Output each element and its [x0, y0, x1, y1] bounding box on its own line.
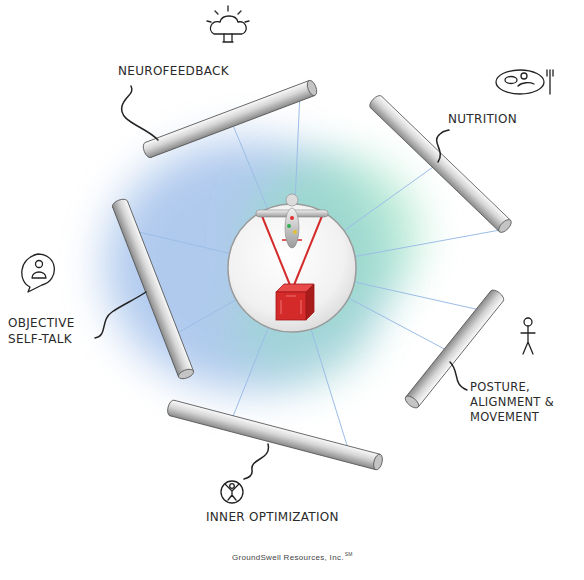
cylinder-outline — [113, 201, 194, 377]
leaders — [95, 86, 467, 479]
figure-body — [285, 208, 299, 248]
cylinder-cap — [403, 394, 420, 410]
leader-line — [95, 292, 146, 338]
cylinder-cap — [305, 79, 318, 97]
cylinder — [166, 399, 384, 471]
brain-stem — [223, 34, 233, 42]
rays — [130, 92, 500, 455]
speech-bubble — [22, 254, 55, 292]
brain-rays — [207, 6, 249, 22]
ring — [221, 481, 243, 503]
leader-line — [450, 362, 467, 390]
food — [505, 77, 517, 84]
person — [225, 484, 239, 500]
food — [518, 83, 534, 86]
cube-detail — [281, 296, 301, 314]
food — [521, 73, 527, 79]
center-circle — [228, 204, 356, 332]
person-circle-icon — [221, 481, 243, 503]
cube-front — [276, 292, 306, 320]
cylinder-outline — [170, 400, 380, 469]
speech-icon — [22, 254, 55, 292]
cylinder-cap — [497, 217, 514, 234]
cylinder-body — [170, 400, 380, 469]
pillar-label: OBJECTIVE SELF-TALK — [8, 316, 92, 347]
cylinder — [111, 197, 195, 380]
tubes — [111, 79, 513, 471]
chakra-dot — [293, 230, 297, 234]
leader-line — [244, 444, 268, 479]
chakra-dot — [290, 216, 294, 220]
plate-icon — [496, 70, 553, 94]
head — [230, 484, 235, 489]
pillar-label: INNER OPTIMIZATION — [206, 510, 339, 526]
plate — [496, 70, 544, 94]
icons — [22, 6, 553, 503]
stick-body — [521, 326, 535, 354]
cylinder — [141, 79, 318, 159]
pillar-label: NUTRITION — [448, 112, 517, 128]
fork — [547, 70, 553, 94]
glow — [105, 140, 420, 390]
speaker-head — [36, 261, 43, 268]
chakra-dot — [287, 224, 291, 228]
figure — [256, 194, 328, 320]
cylinder-cap — [177, 367, 195, 380]
cylinder-cap — [372, 453, 384, 471]
leader-line — [437, 130, 449, 162]
cylinder-body — [145, 81, 315, 158]
footer-text: SM — [345, 551, 353, 558]
pillar-label: NEUROFEEDBACK — [118, 64, 229, 80]
figure-head — [286, 194, 298, 206]
cylinder-body — [113, 201, 194, 377]
speaker-body — [32, 272, 46, 278]
brain-shape — [210, 16, 246, 34]
brain-icon — [207, 6, 249, 42]
leader-line — [122, 86, 158, 140]
red-line — [262, 216, 292, 290]
cylinder-outline — [145, 81, 315, 158]
pillar-label: POSTURE, ALIGNMENT & MOVEMENT — [470, 380, 576, 425]
footer-text: GroundSwell Resources, Inc. — [232, 553, 344, 563]
cube-side — [306, 284, 314, 320]
stick-figure-icon — [521, 318, 535, 354]
head — [524, 318, 532, 326]
